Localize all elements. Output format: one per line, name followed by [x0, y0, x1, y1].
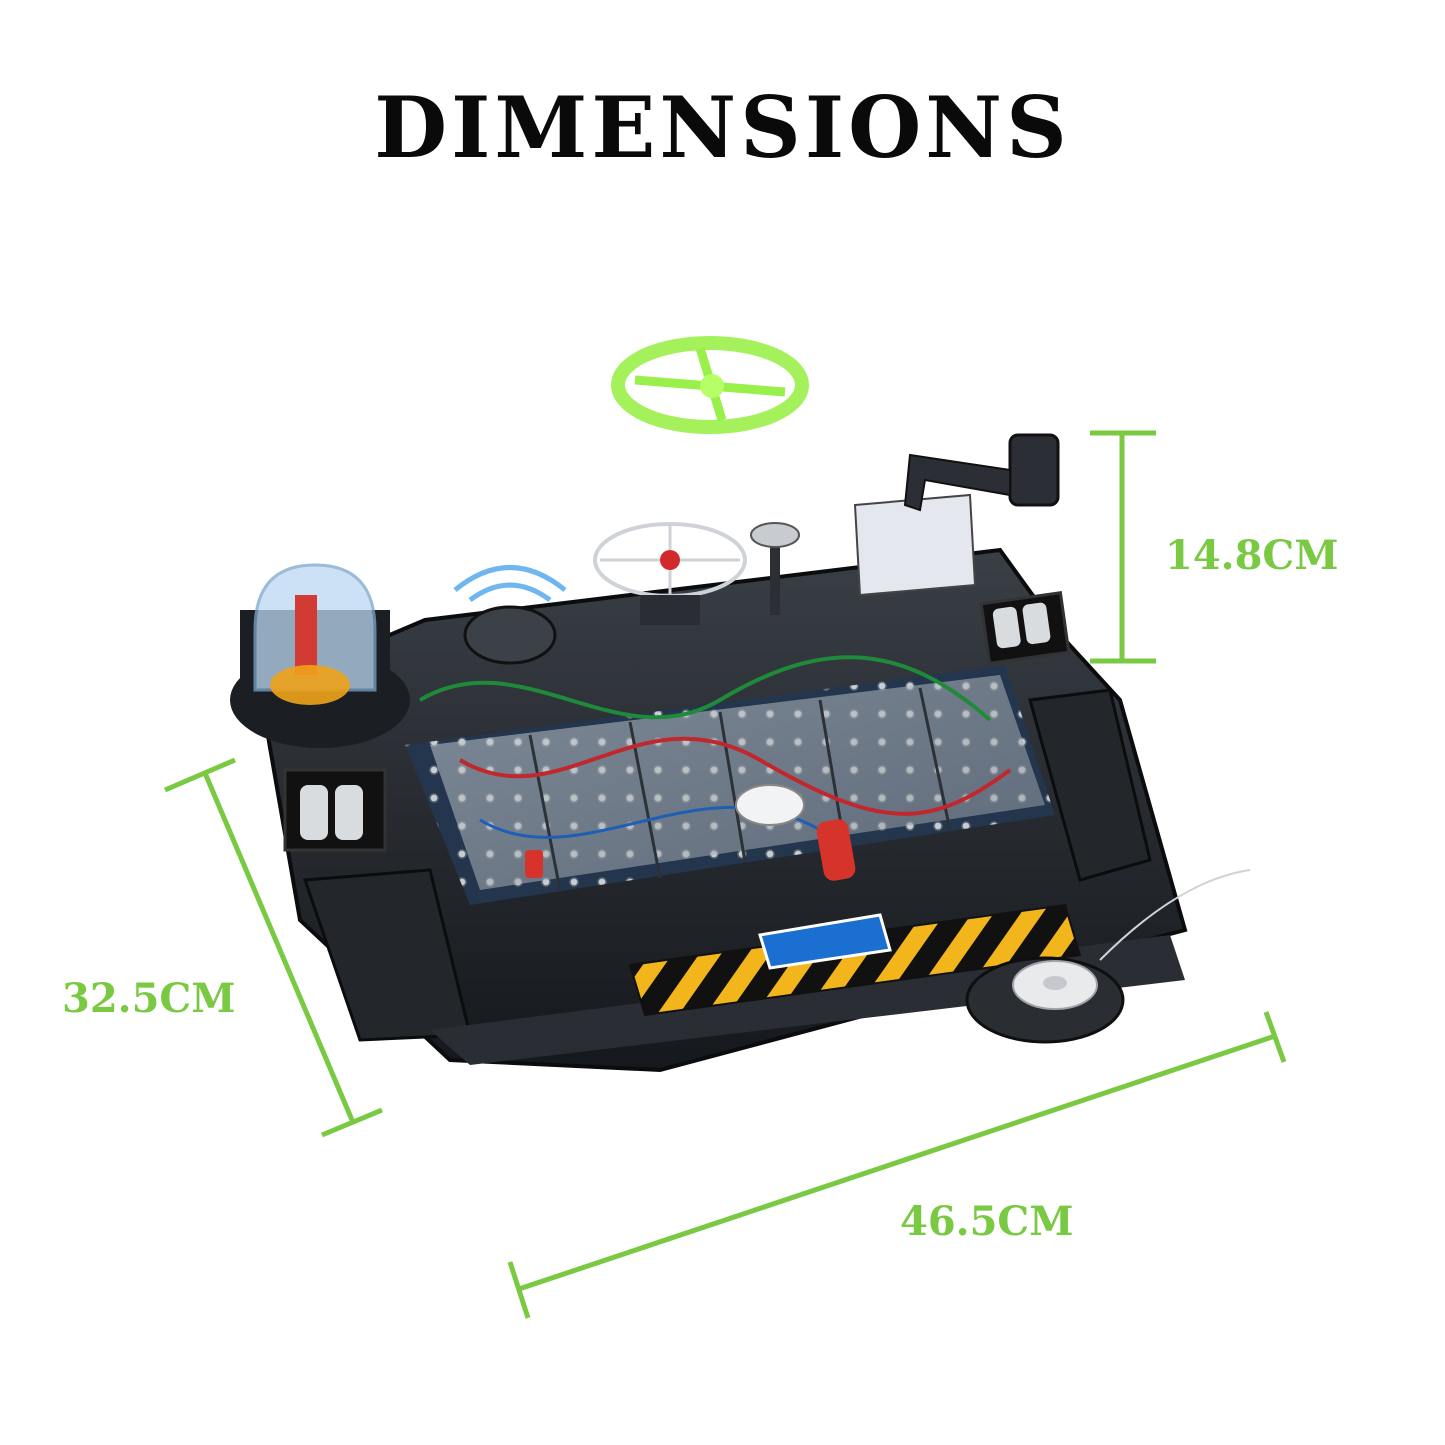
circuit-panel	[405, 655, 1055, 905]
depth-dimension-line	[164, 757, 383, 1138]
height-dimension-line	[1090, 430, 1156, 664]
depth-label: 32.5CM	[62, 975, 236, 1022]
height-label: 14.8CM	[1165, 532, 1339, 579]
width-label: 46.5CM	[900, 1198, 1074, 1245]
note-card	[853, 493, 977, 597]
crank-generator	[903, 433, 1060, 512]
width-dimension-line	[507, 1011, 1287, 1319]
page-title: DIMENSIONS	[374, 78, 1071, 177]
spinning-top	[965, 869, 1251, 1044]
joystick	[750, 522, 800, 615]
battery-holder-left	[283, 768, 387, 852]
fan	[593, 522, 747, 625]
battery-holder-right	[979, 591, 1071, 665]
siren-dome	[230, 563, 410, 748]
speaker	[453, 565, 567, 665]
hazard-stripe	[628, 903, 1082, 1017]
propeller-disc	[611, 336, 809, 434]
